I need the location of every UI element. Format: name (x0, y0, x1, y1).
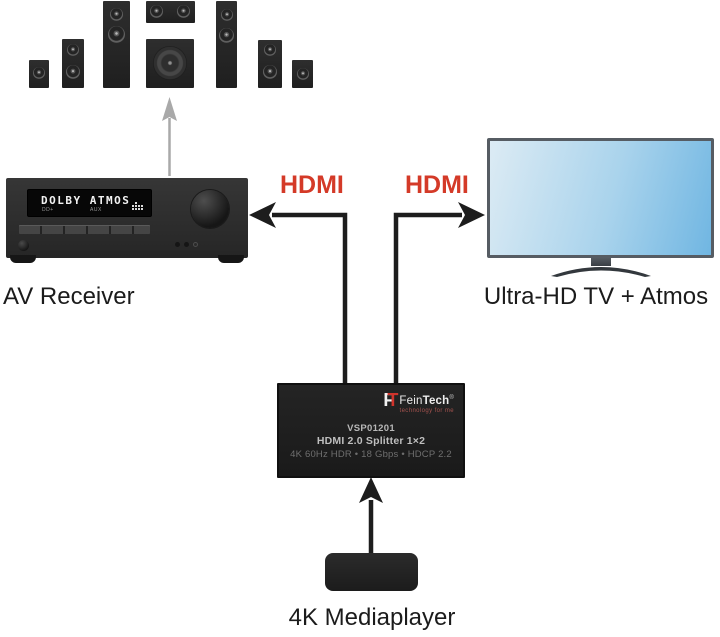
speaker-driver (33, 67, 45, 79)
brand-tagline: technology for me (399, 407, 454, 414)
receiver-foot (10, 255, 36, 263)
receiver-display-text: DOLBY ATMOS (41, 194, 131, 207)
speaker-driver (150, 5, 163, 18)
speaker-driver (264, 44, 276, 56)
speaker-small-right (292, 60, 313, 88)
splitter-to-tv-hdmi-arrow (393, 202, 485, 383)
receiver-button-row (19, 225, 150, 234)
hdmi-splitter: FT FeinTech® technology for me VSP01201 … (277, 383, 465, 478)
dolby-atmos-indicator-icon (132, 202, 144, 211)
speaker-driver (110, 8, 123, 21)
input-knob (18, 240, 29, 251)
speaker-driver (108, 26, 125, 43)
subwoofer (146, 39, 194, 88)
splitter-product-name: HDMI 2.0 Splitter 1×2 (316, 434, 426, 447)
speaker-tower-right (216, 1, 237, 88)
receiver-to-speakers-arrow (162, 97, 177, 176)
brand-name: FeinTech® (399, 394, 454, 407)
tv-screen (487, 138, 714, 258)
speaker-driver (219, 28, 234, 43)
speaker-small-left (29, 60, 49, 88)
feintech-logo: FT FeinTech® technology for me (383, 390, 454, 414)
tv-stand-neck (591, 258, 611, 266)
hdmi-label-receiver: HDMI (280, 171, 344, 199)
hdmi-label-tv: HDMI (405, 171, 469, 199)
tv-label: Ultra-HD TV + Atmos (483, 283, 709, 310)
receiver-display-sub-left: DD+ (42, 207, 54, 213)
mediaplayer-device (325, 553, 418, 591)
receiver-label: AV Receiver (3, 283, 135, 310)
av-receiver: DOLBY ATMOS DD+ AUX (6, 178, 248, 263)
receiver-display: DOLBY ATMOS DD+ AUX (27, 189, 152, 217)
speaker-driver (66, 65, 80, 79)
feintech-monogram-icon: FT (383, 390, 399, 410)
receiver-front-controls (175, 242, 198, 247)
tv-stand-base (551, 267, 651, 277)
speaker-driver (297, 68, 309, 80)
speaker-driver (263, 65, 277, 79)
speaker-driver (177, 5, 190, 18)
volume-knob (191, 190, 229, 228)
receiver-foot (218, 255, 244, 263)
speaker-driver (221, 9, 233, 21)
speaker-tower-left (103, 1, 130, 88)
mediaplayer-to-splitter-arrow (359, 477, 383, 553)
speaker-medium-right (258, 40, 282, 88)
splitter-to-receiver-hdmi-arrow (249, 202, 348, 383)
subwoofer-driver (153, 46, 187, 80)
splitter-specs: 4K 60Hz HDR • 18 Gbps • HDCP 2.2 (290, 449, 452, 460)
mediaplayer-label: 4K Mediaplayer (288, 604, 456, 631)
receiver-display-sub-right: AUX (90, 207, 102, 213)
center-speaker (146, 1, 195, 23)
splitter-model: VSP01201 (347, 423, 395, 434)
speaker-medium-left (62, 39, 84, 88)
speaker-driver (67, 44, 79, 56)
